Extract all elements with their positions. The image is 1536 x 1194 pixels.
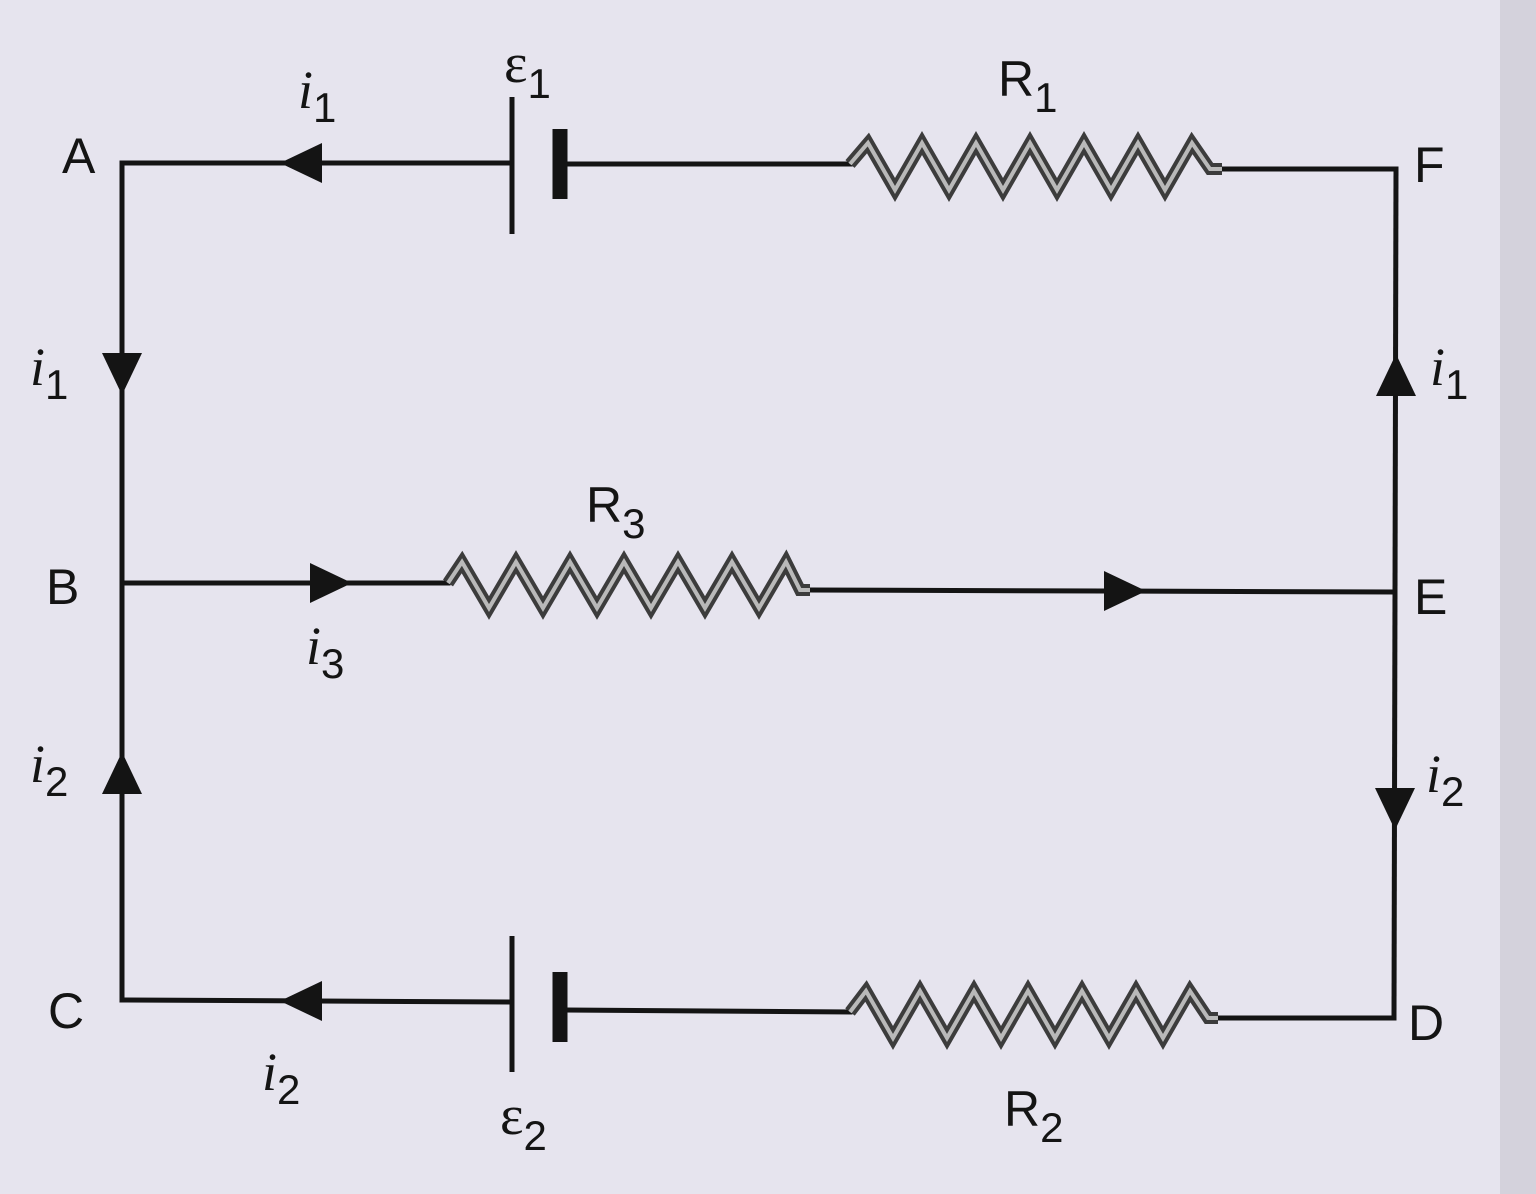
current-bottom-symbol: i bbox=[262, 1042, 277, 1102]
arrow-bottom-left bbox=[280, 981, 322, 1021]
current-right-lower-symbol: i bbox=[1426, 744, 1441, 804]
arrow-left-down bbox=[102, 353, 142, 395]
node-label-e: E bbox=[1414, 569, 1447, 625]
current-arrows bbox=[102, 143, 1416, 1021]
current-middle-symbol: i bbox=[306, 616, 321, 676]
r1-subscript: 1 bbox=[1034, 74, 1057, 121]
emf-e1-subscript: 1 bbox=[528, 60, 551, 107]
current-label-right-lower: i2 bbox=[1426, 744, 1464, 815]
emf-label-e2: ε2 bbox=[500, 1085, 547, 1159]
current-left-lower-symbol: i bbox=[30, 734, 45, 794]
r1-symbol: R bbox=[998, 51, 1034, 107]
emf-e2-symbol: ε bbox=[500, 1085, 524, 1147]
r2-subscript: 2 bbox=[1040, 1104, 1063, 1151]
current-label-right-upper: i1 bbox=[1430, 337, 1468, 408]
current-right-upper-subscript: 1 bbox=[1445, 361, 1468, 408]
r3-symbol: R bbox=[586, 477, 622, 533]
node-label-f: F bbox=[1414, 137, 1445, 193]
node-label-b: B bbox=[46, 559, 79, 615]
arrow-right-down bbox=[1375, 788, 1415, 830]
emf-label-e1: ε1 bbox=[504, 33, 551, 107]
wires bbox=[119, 160, 1399, 1021]
resistor-r1 bbox=[845, 130, 1222, 203]
arrow-right-up bbox=[1376, 354, 1416, 396]
wire-r3-to-e bbox=[807, 587, 1397, 595]
current-label-left-upper: i1 bbox=[30, 337, 68, 408]
arrow-middle-right bbox=[310, 563, 352, 603]
node-label-c: C bbox=[48, 983, 84, 1039]
resistor-label-r2: R2 bbox=[1004, 1081, 1063, 1151]
current-top-symbol: i bbox=[298, 60, 313, 120]
current-label-left-lower: i2 bbox=[30, 734, 68, 805]
current-label-bottom: i2 bbox=[262, 1042, 300, 1113]
current-left-upper-subscript: 1 bbox=[45, 361, 68, 408]
wire-e2-to-r2 bbox=[563, 1007, 853, 1015]
emf-e1-symbol: ε bbox=[504, 33, 528, 95]
current-right-lower-subscript: 2 bbox=[1441, 768, 1464, 815]
current-label-top: i1 bbox=[298, 60, 336, 131]
current-bottom-subscript: 2 bbox=[277, 1066, 300, 1113]
emf-e2-subscript: 2 bbox=[524, 1112, 547, 1159]
current-left-lower-subscript: 2 bbox=[45, 758, 68, 805]
current-top-subscript: 1 bbox=[313, 84, 336, 131]
resistor-label-r3: R3 bbox=[586, 477, 645, 547]
arrow-middle-right-2 bbox=[1104, 571, 1146, 611]
arrow-top-left bbox=[280, 143, 322, 183]
node-label-a: A bbox=[62, 128, 96, 184]
arrow-left-up bbox=[102, 752, 142, 794]
current-middle-subscript: 3 bbox=[321, 640, 344, 687]
current-left-upper-symbol: i bbox=[30, 337, 45, 397]
resistor-r3 bbox=[443, 549, 810, 620]
page-edge bbox=[1500, 0, 1536, 1194]
node-labels: A B C D E F bbox=[46, 128, 1447, 1051]
cell-e1 bbox=[509, 97, 568, 234]
node-label-d: D bbox=[1408, 995, 1444, 1051]
cell-e2 bbox=[509, 936, 568, 1072]
resistor-label-r1: R1 bbox=[998, 51, 1057, 121]
r3-subscript: 3 bbox=[622, 500, 645, 547]
r2-symbol: R bbox=[1004, 1081, 1040, 1137]
resistor-r2 bbox=[845, 978, 1218, 1051]
current-right-upper-symbol: i bbox=[1430, 337, 1445, 397]
current-label-middle: i3 bbox=[306, 616, 344, 687]
